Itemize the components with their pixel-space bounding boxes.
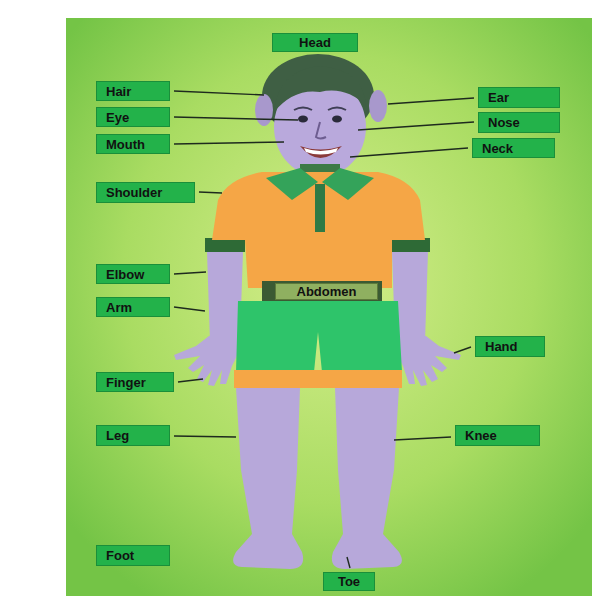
shorts-cuff (234, 370, 318, 388)
leader-line (174, 91, 264, 95)
label-box: Abdomen (275, 283, 378, 300)
ear-shape (255, 94, 273, 126)
shorts-shape (236, 301, 402, 372)
teeth-shape (304, 148, 338, 155)
collar-shape (322, 168, 374, 200)
poster-ground (66, 18, 592, 596)
part-name: Mouth (106, 138, 145, 151)
leader-line (178, 379, 203, 382)
label-box: Head (272, 33, 358, 52)
part-name: Ear (488, 91, 509, 104)
belt-shape (262, 281, 382, 302)
label-box: Shoulder (96, 182, 195, 203)
part-name: Elbow (106, 268, 144, 281)
leader-line (174, 117, 298, 120)
leader-line (347, 557, 350, 568)
nose-shape (316, 122, 326, 139)
part-name: Leg (106, 429, 129, 442)
part-name: Neck (482, 142, 513, 155)
leader-line (174, 307, 205, 311)
leader-line (174, 272, 206, 274)
part-name: Toe (338, 575, 360, 588)
leader-line (394, 437, 451, 440)
label-box: Arm (96, 297, 170, 317)
leader-line (174, 142, 284, 144)
part-name: Hand (485, 340, 518, 353)
collar-shape (266, 168, 318, 200)
label-box: Neck (472, 138, 555, 158)
label-box: Hair (96, 81, 170, 101)
label-box: Finger (96, 372, 174, 392)
label-box: Toe (323, 572, 375, 591)
part-name: Nose (488, 116, 520, 129)
mouth-shape (300, 146, 342, 158)
label-box: Ear (478, 87, 560, 108)
leader-line (454, 347, 471, 353)
shirt-shape (212, 172, 425, 288)
eye-shape (332, 116, 342, 123)
label-box: Mouth (96, 134, 170, 154)
part-name: Shoulder (106, 186, 162, 199)
leader-line (358, 122, 474, 130)
part-name: Hair (106, 85, 131, 98)
label-box: Foot (96, 545, 170, 566)
hair-fringe (274, 66, 366, 112)
part-name: Head (299, 36, 331, 49)
leader-lines (174, 91, 474, 568)
eyebrow (328, 108, 346, 111)
part-name: Arm (106, 301, 132, 314)
label-box: Elbow (96, 264, 170, 284)
placket-shape (315, 184, 325, 232)
eye-shape (298, 116, 308, 123)
label-box: Leg (96, 425, 170, 446)
part-name: Knee (465, 429, 497, 442)
part-name: Abdomen (297, 285, 357, 298)
part-name: Foot (106, 549, 134, 562)
label-box: Hand (475, 336, 545, 357)
label-box: Eye (96, 107, 170, 127)
ear-shape (369, 90, 387, 122)
shorts-cuff (318, 370, 402, 388)
eyebrow (294, 108, 312, 111)
part-name: Eye (106, 111, 129, 124)
leader-line (388, 98, 474, 104)
leader-line (174, 436, 236, 437)
leader-line (350, 148, 468, 157)
part-name: Finger (106, 376, 146, 389)
label-box: Nose (478, 112, 560, 133)
label-box: Knee (455, 425, 540, 446)
leader-line (199, 192, 222, 193)
